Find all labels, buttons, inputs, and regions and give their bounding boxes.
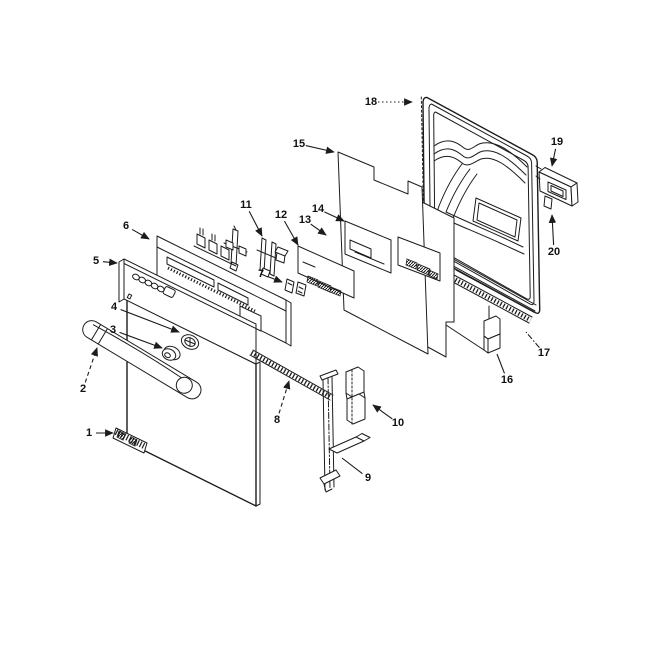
callout-14: 14 — [312, 203, 345, 222]
bottom-trim-strip — [450, 269, 535, 324]
callout-10: 10 — [372, 404, 404, 429]
callout-number: 19 — [551, 136, 563, 148]
callout-20: 20 — [548, 214, 560, 258]
callout-number: 9 — [365, 472, 371, 484]
callout-leader-line — [525, 331, 540, 349]
callout-leader-line — [372, 404, 393, 420]
access-strip-1 — [112, 427, 148, 454]
callout-number: 7 — [258, 268, 264, 280]
knob-4 — [180, 334, 200, 350]
callout-leader-line — [310, 223, 327, 236]
callout-number: 13 — [299, 214, 311, 226]
door-bracket-16 — [483, 305, 501, 354]
callout-7: 7 — [258, 268, 283, 283]
callout-leader-line — [119, 331, 163, 349]
door-handle-assembly — [535, 165, 579, 210]
callout-8: 8 — [274, 380, 291, 426]
callout-15: 15 — [293, 138, 335, 154]
callout-leader-line — [549, 148, 558, 167]
callout-number: 8 — [274, 414, 280, 426]
callout-1: 1 — [86, 427, 114, 439]
callout-leader-line — [267, 275, 283, 283]
callout-11: 11 — [240, 199, 263, 237]
callout-number: 11 — [240, 199, 252, 211]
callout-number: 10 — [392, 417, 404, 429]
callout-number: 4 — [111, 301, 118, 313]
callout-4: 4 — [111, 301, 180, 333]
callout-5: 5 — [93, 255, 118, 267]
callout-number: 18 — [365, 96, 377, 108]
callout-leader-line — [283, 220, 299, 246]
callout-number: 2 — [80, 383, 86, 395]
callout-number: 15 — [293, 138, 305, 150]
rear-wiring-board — [397, 236, 441, 282]
panel-14 — [344, 220, 392, 274]
callout-12: 12 — [275, 209, 299, 246]
latch-assembly-11 — [223, 225, 248, 272]
callout-leader-line — [131, 228, 150, 240]
callout-number: 3 — [110, 324, 116, 336]
callout-3: 3 — [110, 324, 163, 349]
callout-leader-line — [102, 258, 118, 266]
callout-17: 17 — [525, 331, 550, 359]
callout-leader-line — [496, 353, 506, 374]
callout-leader-line — [278, 380, 291, 414]
callout-13: 13 — [299, 214, 327, 236]
callout-leader-line — [341, 457, 363, 475]
callout-number: 1 — [86, 427, 92, 439]
control-board-13 — [297, 245, 355, 299]
callout-number: 12 — [275, 209, 287, 221]
callout-leader-line — [248, 210, 263, 237]
callout-18: 18 — [365, 96, 413, 108]
latch-assembly-12 — [256, 237, 289, 278]
handle-tube — [82, 320, 202, 400]
callout-16: 16 — [496, 353, 513, 386]
callout-number: 17 — [538, 347, 550, 359]
callout-leader-line — [305, 145, 335, 154]
callout-2: 2 — [80, 347, 98, 395]
callout-leader-line — [548, 214, 557, 246]
handle-screw-20 — [543, 195, 553, 210]
callout-number: 14 — [312, 203, 325, 215]
door-seal-strip — [249, 349, 334, 401]
console-front-panel — [118, 258, 257, 365]
callout-9: 9 — [341, 457, 371, 484]
callout-number: 16 — [501, 374, 513, 386]
hinge-bracket-9 — [319, 369, 371, 493]
callout-leader-line — [84, 347, 98, 383]
callout-leader-line — [324, 211, 345, 222]
callout-number: 6 — [123, 220, 129, 232]
callout-6: 6 — [123, 220, 150, 240]
clips-7 — [284, 278, 307, 297]
callout-number: 5 — [93, 255, 99, 267]
knob-3 — [161, 345, 181, 361]
callout-number: 20 — [548, 246, 560, 258]
keeper-10 — [345, 366, 366, 425]
callout-19: 19 — [549, 136, 563, 167]
callout-leader-line — [120, 308, 180, 333]
